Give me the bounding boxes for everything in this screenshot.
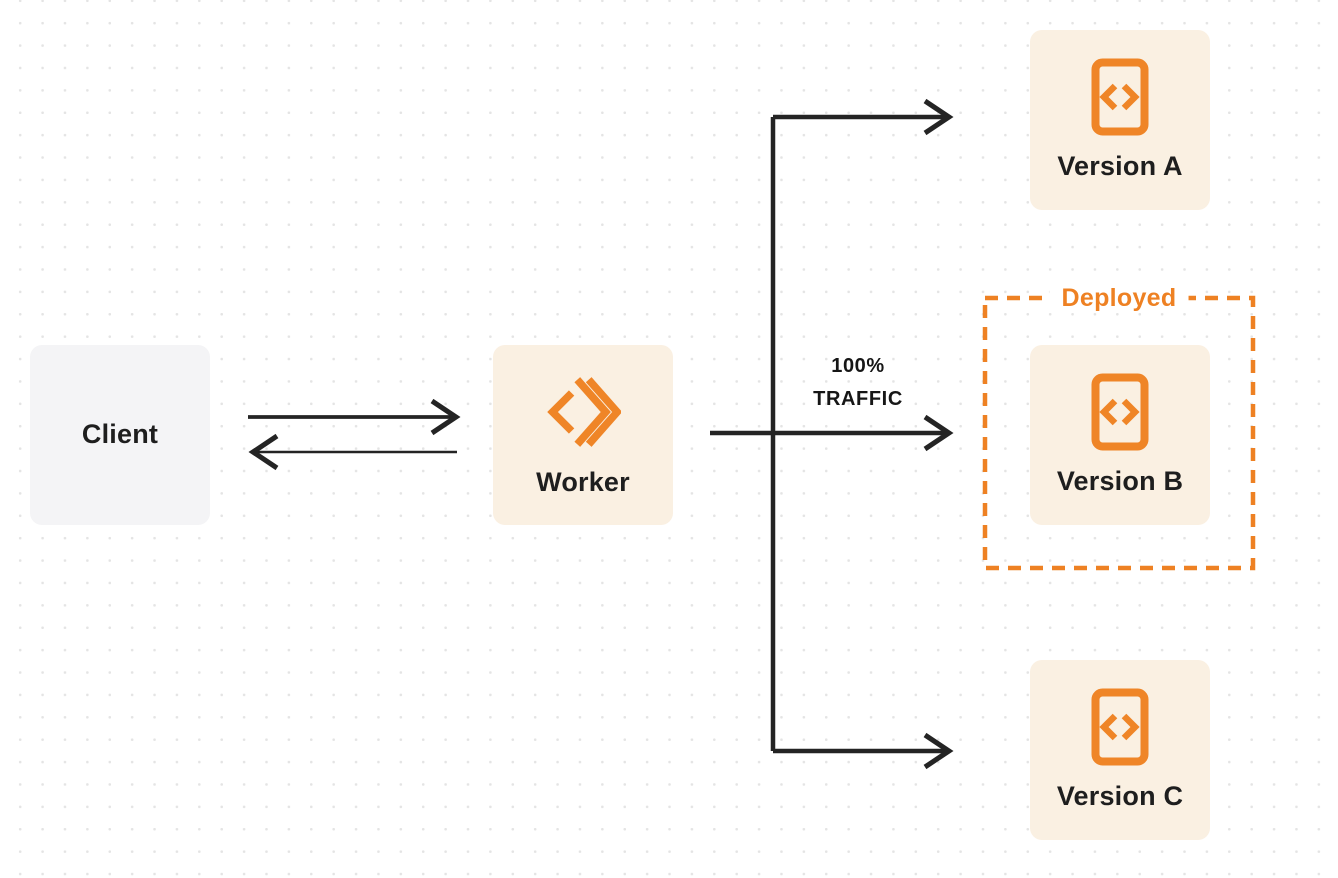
node-worker: Worker: [493, 345, 673, 525]
code-file-icon: [1091, 58, 1149, 136]
traffic-percent-text: 100%: [831, 355, 885, 377]
traffic-annotation: 100% TRAFFIC: [790, 350, 926, 416]
deployed-annotation: Deployed: [1049, 284, 1189, 313]
arrowhead-right-client-worker: [430, 398, 461, 436]
client-label: Client: [81, 419, 159, 450]
node-version-a: Version A: [1030, 30, 1210, 210]
arrowhead-left-worker-client: [248, 433, 279, 471]
node-client: Client: [30, 345, 210, 525]
arrowhead-version-a: [923, 98, 954, 136]
traffic-word-text: TRAFFIC: [813, 388, 903, 410]
worker-label: Worker: [536, 467, 630, 498]
arrowhead-version-c: [923, 732, 954, 770]
node-version-c: Version C: [1030, 660, 1210, 840]
version-b-label: Version B: [1056, 466, 1184, 497]
arrowhead-version-b: [923, 414, 954, 452]
node-version-b: Version B: [1030, 345, 1210, 525]
code-file-icon: [1091, 688, 1149, 766]
version-a-label: Version A: [1057, 151, 1183, 182]
workers-double-chevron-icon: [545, 372, 621, 452]
code-file-icon: [1091, 373, 1149, 451]
version-c-label: Version C: [1056, 781, 1184, 812]
